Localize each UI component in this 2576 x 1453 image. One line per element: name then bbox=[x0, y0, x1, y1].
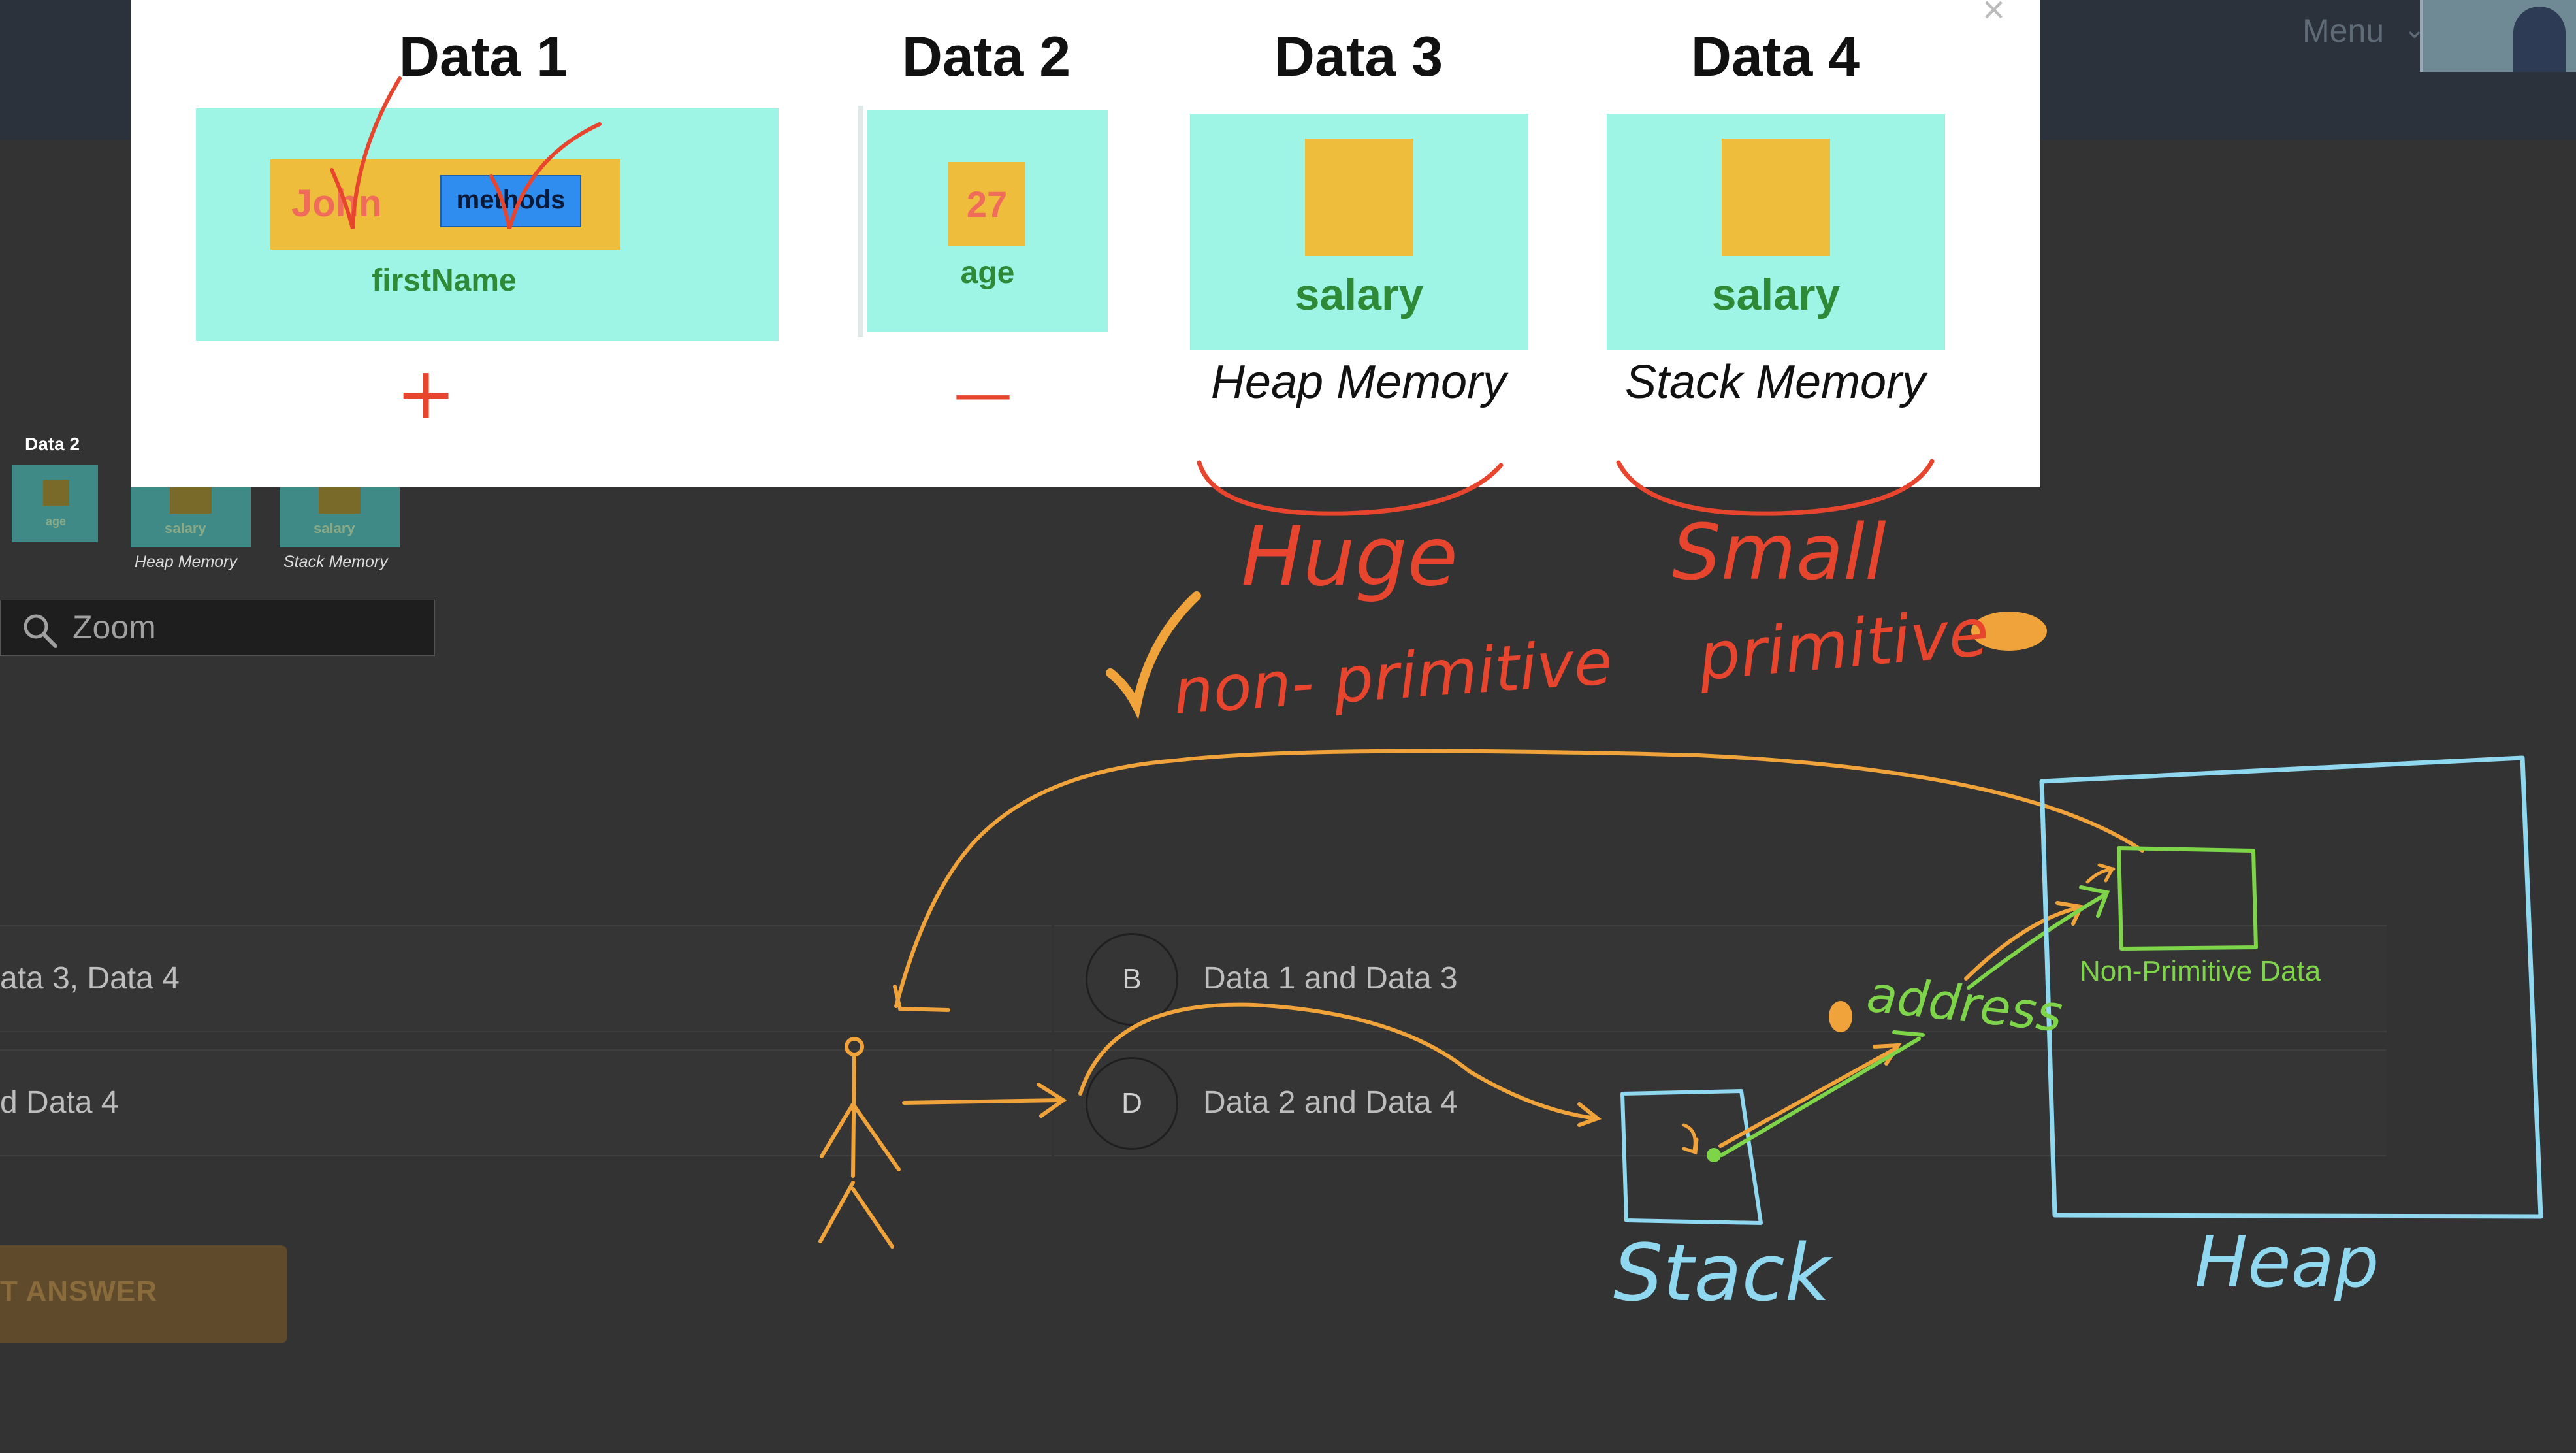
data2-panel: 27 age bbox=[867, 110, 1108, 332]
thumb-title: Data 2 bbox=[25, 434, 80, 454]
menu-button[interactable]: Menu bbox=[2302, 12, 2385, 49]
stack-pointer-dot bbox=[1707, 1148, 1721, 1162]
stack-brace bbox=[1616, 459, 1935, 516]
salary-label: salary bbox=[1711, 270, 1841, 319]
orange-dot bbox=[1829, 1001, 1852, 1032]
search-icon bbox=[24, 614, 57, 648]
data4-title: Data 4 bbox=[1690, 25, 1860, 88]
small-annotation: Small bbox=[1672, 507, 1886, 597]
thumb-salary-label: salary bbox=[314, 520, 355, 536]
stack-annotation: Stack bbox=[1613, 1228, 1831, 1319]
address-arrow-orange bbox=[1718, 1043, 1902, 1148]
age-label: age bbox=[960, 255, 1015, 290]
thumb-box-value bbox=[43, 480, 69, 506]
option-letter-d[interactable]: D bbox=[1086, 1057, 1178, 1150]
option-text: ata 3, Data 4 bbox=[0, 961, 180, 996]
heap-memory-label: Heap Memory bbox=[1210, 356, 1507, 408]
thumb-heap-label: Heap Memory bbox=[135, 553, 237, 571]
zoom-search[interactable]: Zoom bbox=[0, 600, 435, 656]
option-letter-b[interactable]: B bbox=[1086, 933, 1178, 1026]
age-value: 27 bbox=[966, 184, 1008, 225]
plus-annotation: + bbox=[396, 351, 457, 435]
thumb-panel-data3[interactable]: salary bbox=[131, 487, 251, 547]
data1-title: Data 1 bbox=[398, 25, 568, 88]
thumb-salary-label: salary bbox=[165, 520, 206, 536]
non-primitive-data-label: Non-Primitive Data bbox=[2080, 955, 2321, 987]
firstname-label: firstName bbox=[372, 263, 517, 298]
heap-arrow-green bbox=[1967, 885, 2110, 990]
check-mark-john bbox=[330, 76, 402, 229]
address-arrow-green bbox=[1720, 1030, 1925, 1157]
data1-panel: John methods firstName bbox=[196, 108, 779, 341]
thumb-panel-data4[interactable]: salary bbox=[280, 487, 400, 547]
reference-arc bbox=[894, 749, 2144, 1008]
data4-panel: salary bbox=[1607, 114, 1945, 350]
thumb-age-label: age bbox=[46, 515, 67, 528]
video-thumbnail[interactable] bbox=[2420, 0, 2576, 72]
submit-answer-button[interactable]: T ANSWER bbox=[0, 1245, 287, 1343]
non-primitive-box bbox=[2117, 846, 2258, 951]
zoom-label: Zoom bbox=[72, 609, 156, 645]
huge-annotation: Huge bbox=[1241, 508, 1458, 604]
thumb-panel-data2[interactable]: age bbox=[12, 465, 98, 542]
orange-blob bbox=[1971, 612, 2047, 651]
salary-box bbox=[1722, 139, 1830, 256]
arrow-to-d bbox=[902, 1083, 1067, 1118]
heap-arrow-orange-2 bbox=[2085, 863, 2116, 884]
thumb-box-salary bbox=[319, 487, 361, 514]
person-head bbox=[845, 1037, 864, 1056]
minus-annotation: — bbox=[954, 359, 1012, 428]
option-text: Data 1 and Data 3 bbox=[1203, 961, 1458, 996]
heap-annotation: Heap bbox=[2195, 1222, 2379, 1303]
reference-arrowhead bbox=[893, 985, 950, 1012]
stack-box bbox=[1620, 1089, 1763, 1225]
salary-box bbox=[1305, 139, 1413, 256]
arc-to-stack bbox=[1078, 1002, 1598, 1120]
name-value: John bbox=[291, 182, 382, 225]
data3-panel: salary bbox=[1190, 114, 1528, 350]
heap-arrow-orange bbox=[1964, 901, 2084, 981]
option-text: d Data 4 bbox=[0, 1085, 119, 1120]
heap-brace bbox=[1197, 460, 1504, 516]
stack-inner-arrow bbox=[1682, 1123, 1699, 1155]
data3-title: Data 3 bbox=[1274, 25, 1443, 88]
option-row-b[interactable]: B Data 1 and Data 3 bbox=[1054, 925, 2387, 1032]
arc-to-stack-head bbox=[1577, 1102, 1602, 1127]
option-row-c[interactable]: ata 3, Data 4 bbox=[0, 925, 1052, 1032]
submit-answer-label: T ANSWER bbox=[0, 1275, 158, 1307]
check-mark-methods bbox=[489, 122, 602, 229]
orange-check bbox=[1106, 591, 1201, 720]
person-body bbox=[818, 1054, 901, 1249]
heap-box bbox=[2039, 755, 2543, 1219]
close-icon[interactable]: × bbox=[1982, 0, 2006, 31]
thumb-box-salary bbox=[170, 487, 212, 514]
stack-memory-label: Stack Memory bbox=[1624, 356, 1926, 408]
thumb-stack-label: Stack Memory bbox=[283, 553, 388, 571]
participant-video bbox=[2513, 7, 2566, 72]
age-value-box bbox=[948, 162, 1025, 246]
data2-title: Data 2 bbox=[901, 25, 1071, 88]
data2-panel-edge bbox=[858, 106, 863, 337]
option-text: Data 2 and Data 4 bbox=[1203, 1085, 1458, 1120]
salary-label: salary bbox=[1295, 270, 1424, 319]
